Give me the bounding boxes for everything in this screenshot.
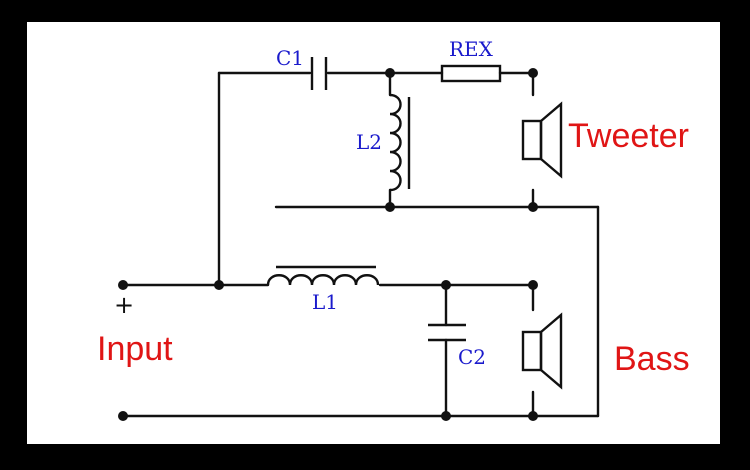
node-bass-bottom	[528, 411, 538, 421]
inductor-l1	[266, 265, 380, 286]
capacitor-c1	[310, 57, 328, 90]
diagram-panel	[27, 22, 720, 444]
label-rex: REX	[449, 37, 494, 61]
node-tweeter-top	[528, 68, 538, 78]
node-tweeter-bottom	[528, 202, 538, 212]
label-input: Input	[97, 330, 173, 368]
node-bass-top	[528, 280, 538, 290]
node-input-top	[118, 280, 128, 290]
node-c2-top	[441, 280, 451, 290]
label-tweeter: Tweeter	[568, 117, 689, 155]
node-l2-top	[385, 68, 395, 78]
node-input-split	[214, 280, 224, 290]
tweeter-speaker-icon	[521, 101, 563, 179]
node-l2-bottom	[385, 202, 395, 212]
wires	[121, 71, 600, 418]
label-bass: Bass	[614, 340, 690, 378]
label-c1: C1	[276, 46, 304, 70]
node-c2-bottom	[441, 411, 451, 421]
capacitor-c2	[428, 323, 466, 342]
label-c2: C2	[458, 345, 486, 369]
label-l1: L1	[312, 290, 338, 314]
label-l2: L2	[356, 130, 382, 154]
node-input-bottom	[118, 411, 128, 421]
resistor-rex	[440, 64, 502, 83]
bass-speaker-icon	[521, 312, 563, 390]
label-plus: +	[114, 291, 134, 319]
inductor-l2	[389, 93, 411, 192]
junction-nodes	[118, 68, 538, 421]
